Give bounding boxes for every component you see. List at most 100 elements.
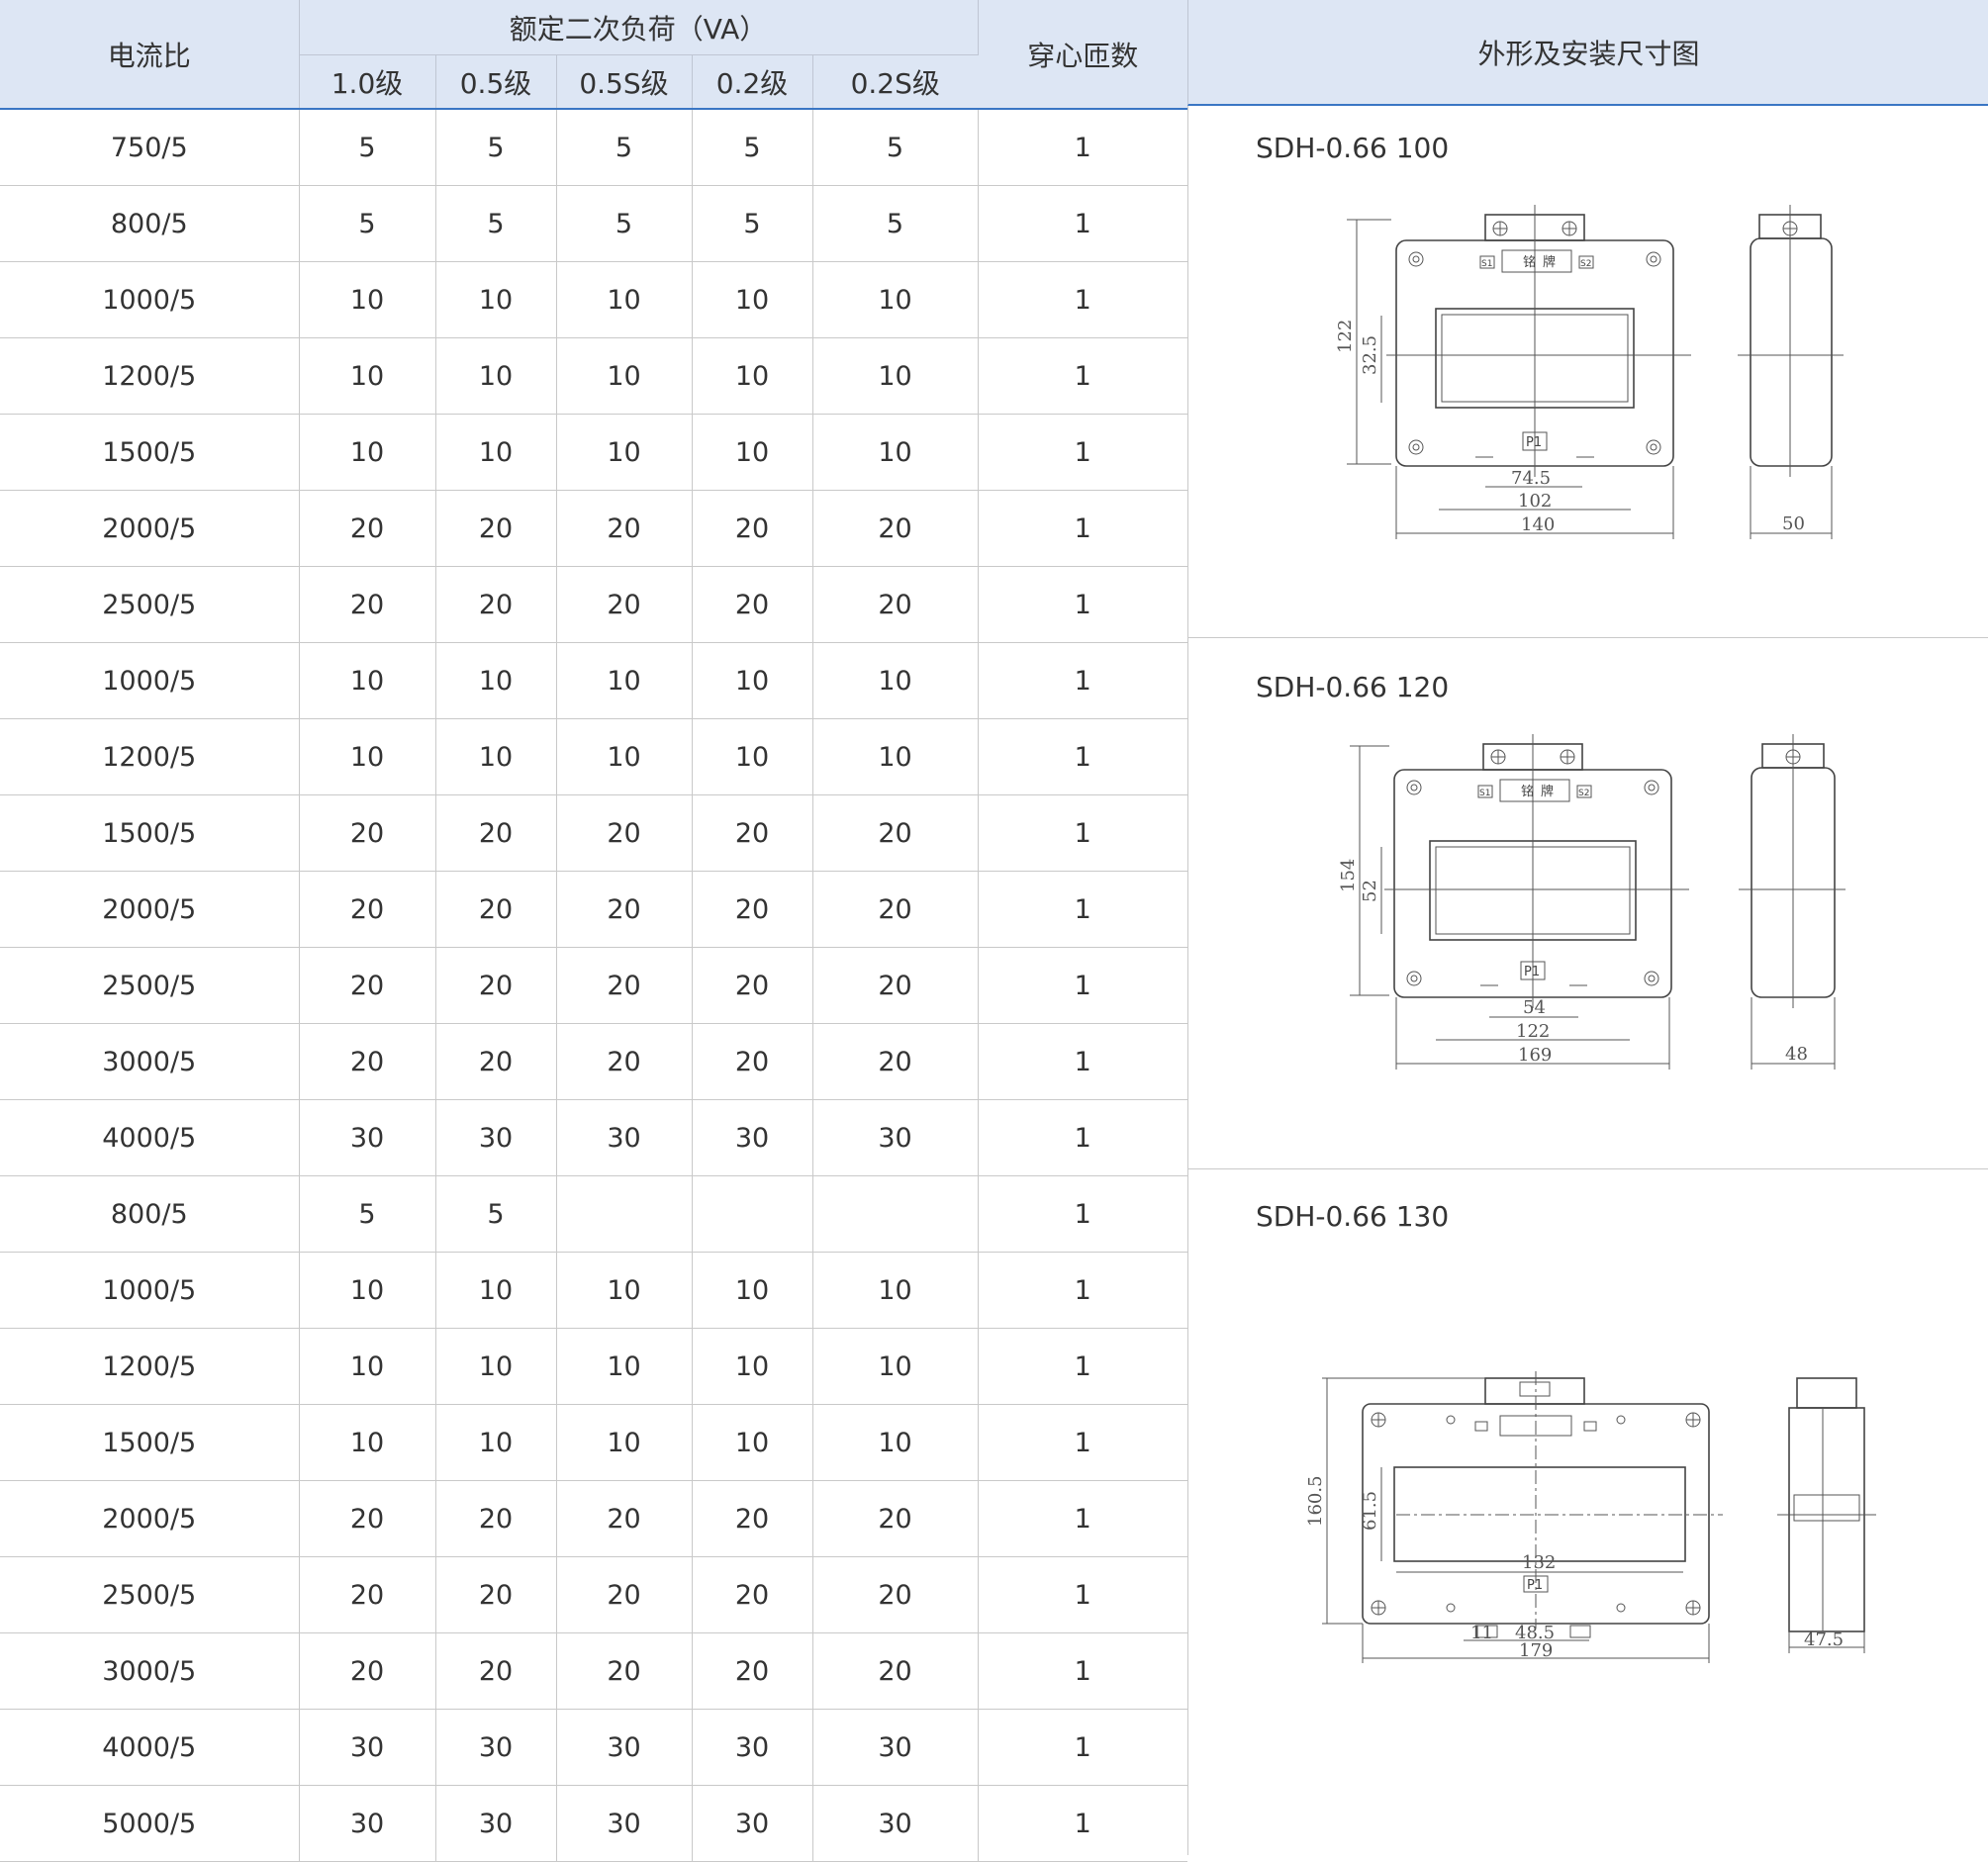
cell-class-0-2: 20 xyxy=(692,871,813,948)
cell-ratio: 1200/5 xyxy=(0,1328,300,1405)
cell-class-0-5: 10 xyxy=(435,414,557,491)
cell-class-0-2s: 20 xyxy=(812,947,979,1024)
cell-turns: 1 xyxy=(978,718,1188,795)
cell-ratio: 2000/5 xyxy=(0,1480,300,1557)
cell-class-1-0: 30 xyxy=(299,1709,436,1786)
cell-ratio: 2500/5 xyxy=(0,947,300,1024)
cell-class-0-2: 10 xyxy=(692,261,813,338)
cell-class-1-0: 20 xyxy=(299,1480,436,1557)
cell-class-0-2s: 20 xyxy=(812,871,979,948)
cell-class-0-2s: 10 xyxy=(812,1328,979,1405)
cell-class-1-0: 10 xyxy=(299,718,436,795)
header-burden-group: 额定二次负荷（VA） xyxy=(299,0,979,55)
cell-class-1-0: 10 xyxy=(299,261,436,338)
dim-height: 122 xyxy=(1335,320,1356,353)
cell-class-0-2: 30 xyxy=(692,1709,813,1786)
cell-class-0-2: 10 xyxy=(692,718,813,795)
cell-class-0-5: 20 xyxy=(435,566,557,643)
nameplate-char: 铭 xyxy=(1523,255,1536,270)
cell-class-0-5: 30 xyxy=(435,1785,557,1862)
cell-class-0-5: 30 xyxy=(435,1709,557,1786)
terminal-p1: P1 xyxy=(1527,1578,1543,1593)
cell-turns: 1 xyxy=(978,794,1188,872)
header-drawing: 外形及安装尺寸图 xyxy=(1477,37,1700,70)
header-class-0-2s: 0.2S级 xyxy=(812,54,979,110)
cell-ratio: 1500/5 xyxy=(0,794,300,872)
cell-turns: 1 xyxy=(978,1328,1188,1405)
cell-class-0-5: 10 xyxy=(435,261,557,338)
cell-class-0-5s: 20 xyxy=(556,1632,693,1710)
cell-turns: 1 xyxy=(978,1785,1188,1862)
cell-class-0-5s: 20 xyxy=(556,794,693,872)
cell-ratio: 750/5 xyxy=(0,109,300,186)
cell-ratio: 2000/5 xyxy=(0,490,300,567)
cell-turns: 1 xyxy=(978,871,1188,948)
cell-class-0-5: 5 xyxy=(435,109,557,186)
cell-turns: 1 xyxy=(978,642,1188,719)
dim-window-h: 61.5 xyxy=(1360,1491,1380,1531)
cell-class-0-5: 10 xyxy=(435,718,557,795)
cell-turns: 1 xyxy=(978,1480,1188,1557)
cell-class-0-2s: 20 xyxy=(812,1023,979,1100)
cell-class-0-2: 20 xyxy=(692,794,813,872)
cell-class-1-0: 20 xyxy=(299,871,436,948)
cell-class-0-2s: 20 xyxy=(812,490,979,567)
header-ratio: 电流比 xyxy=(0,0,300,110)
cell-class-0-5: 20 xyxy=(435,871,557,948)
cell-class-0-5s: 20 xyxy=(556,490,693,567)
cell-class-0-5s: 10 xyxy=(556,718,693,795)
diagram-block-130: SDH-0.66 130 P1 160.5 61.5 132 xyxy=(1188,1168,1988,1855)
header-class-1-0: 1.0级 xyxy=(299,54,436,110)
cell-turns: 1 xyxy=(978,261,1188,338)
cell-class-0-5s: 10 xyxy=(556,1252,693,1329)
cell-class-0-5: 5 xyxy=(435,1175,557,1253)
cell-turns: 1 xyxy=(978,1099,1188,1176)
cell-class-0-5s: 20 xyxy=(556,947,693,1024)
cell-turns: 1 xyxy=(978,1556,1188,1633)
dim-width: 140 xyxy=(1521,514,1555,535)
cell-class-0-5: 30 xyxy=(435,1099,557,1176)
cell-class-1-0: 20 xyxy=(299,566,436,643)
cell-class-0-5: 10 xyxy=(435,642,557,719)
cell-class-0-5: 20 xyxy=(435,1556,557,1633)
cell-class-1-0: 10 xyxy=(299,414,436,491)
dim-mount: 54 xyxy=(1523,997,1546,1018)
cell-class-0-5s: 10 xyxy=(556,642,693,719)
cell-turns: 1 xyxy=(978,414,1188,491)
cell-class-0-2s: 10 xyxy=(812,1404,979,1481)
cell-class-0-5s: 10 xyxy=(556,1404,693,1481)
cell-class-0-5s: 5 xyxy=(556,185,693,262)
cell-class-0-2: 30 xyxy=(692,1785,813,1862)
cell-class-0-2s: 20 xyxy=(812,1480,979,1557)
cell-turns: 1 xyxy=(978,185,1188,262)
cell-turns: 1 xyxy=(978,1175,1188,1253)
cell-class-0-5: 10 xyxy=(435,1328,557,1405)
cell-ratio: 1000/5 xyxy=(0,1252,300,1329)
dim-window-w: 132 xyxy=(1522,1552,1556,1573)
cell-class-0-5s: 20 xyxy=(556,1480,693,1557)
cell-class-0-2s: 30 xyxy=(812,1709,979,1786)
cell-class-0-2: 20 xyxy=(692,1632,813,1710)
diagram-block-120: SDH-0.66 120 铭 牌 S1 S2 P1 xyxy=(1188,637,1988,1169)
cell-class-0-5s: 10 xyxy=(556,261,693,338)
cell-ratio: 1000/5 xyxy=(0,261,300,338)
cell-class-0-5s: 10 xyxy=(556,414,693,491)
cell-class-0-5s: 10 xyxy=(556,337,693,415)
cell-class-1-0: 5 xyxy=(299,109,436,186)
cell-ratio: 1500/5 xyxy=(0,1404,300,1481)
dim-height: 154 xyxy=(1338,859,1359,892)
cell-ratio: 5000/5 xyxy=(0,1785,300,1862)
outline-drawing-120: 铭 牌 S1 S2 P1 154 52 54 122 169 xyxy=(1338,734,1846,1070)
